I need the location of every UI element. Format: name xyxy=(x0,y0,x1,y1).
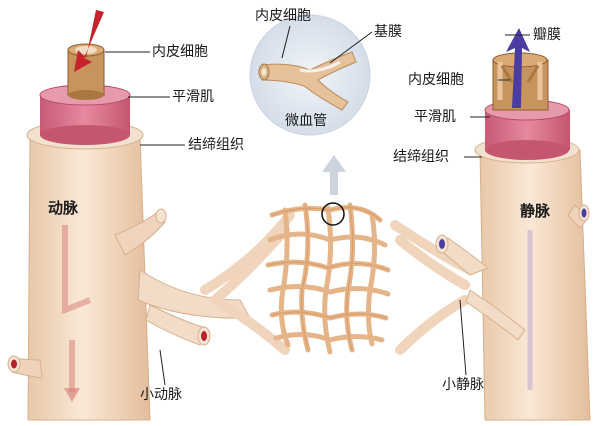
capillary-endothelium-label: 内皮细胞 xyxy=(255,8,311,24)
basement-membrane-label: 基膜 xyxy=(374,24,402,40)
artery-connective-tissue-label: 结缔组织 xyxy=(188,137,244,153)
vein-valve-label: 瓣膜 xyxy=(533,27,561,43)
zoom-marker-circle xyxy=(321,202,345,226)
vein-endothelium-label: 内皮细胞 xyxy=(408,72,464,88)
artery-label: 动脉 xyxy=(48,199,79,217)
artery-endothelium-label: 内皮细胞 xyxy=(152,44,208,60)
vein-connective-tissue-label: 结缔组织 xyxy=(393,149,449,165)
arteriole-label: 小动脉 xyxy=(140,387,182,403)
leader-lines xyxy=(105,25,530,386)
zoom-arrow xyxy=(322,155,346,195)
artery-smooth-muscle-label: 平滑肌 xyxy=(172,89,214,105)
vein-label: 静脉 xyxy=(520,202,551,220)
vein-trunk xyxy=(435,28,591,421)
artery-trunk xyxy=(7,10,251,421)
capillary-network xyxy=(265,202,391,355)
capillary-bed xyxy=(200,155,475,355)
vein-smooth-muscle-label: 平滑肌 xyxy=(414,109,456,125)
venule-label: 小静脉 xyxy=(442,377,484,393)
capillary-label: 微血管 xyxy=(285,113,327,129)
capillary-inset xyxy=(249,14,371,136)
